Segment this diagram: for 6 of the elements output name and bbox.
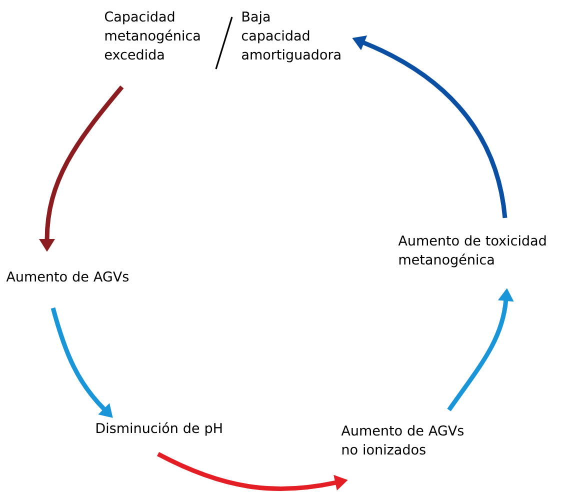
step-label: Aumento de AGVs no ionizados <box>341 425 464 455</box>
step-label: Capacidad metanogénica excedida <box>104 11 200 60</box>
step-label: Aumento de AGVs <box>6 271 129 282</box>
step-label: Disminución de pH <box>96 422 222 436</box>
step-label: Aumento de toxicidad metanogénica <box>398 235 546 268</box>
step-label: Baja capacidad amortiguadora <box>242 11 340 62</box>
